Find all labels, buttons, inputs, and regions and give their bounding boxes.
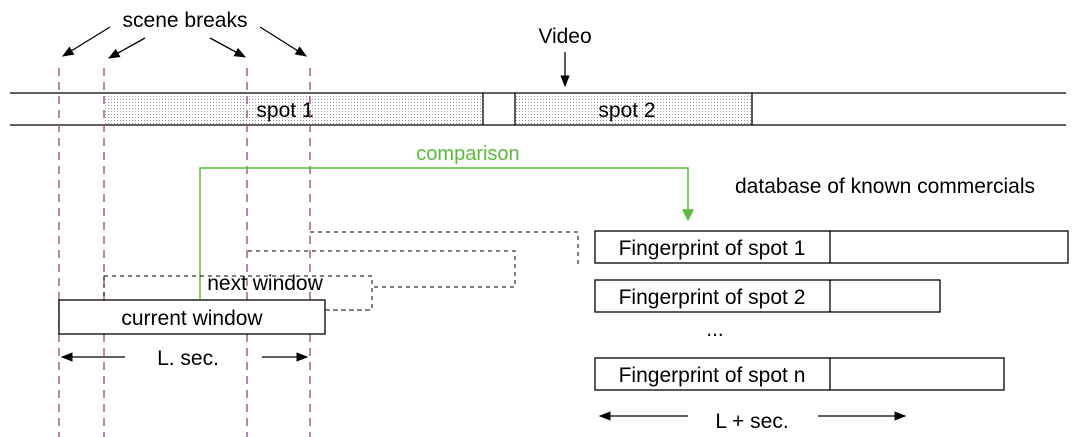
l-sec-label: L. sec. xyxy=(157,347,219,370)
video-strip xyxy=(10,92,1066,126)
next-window-label: next window xyxy=(207,272,323,295)
database-label: database of known commercials xyxy=(735,175,1035,198)
l-plus-sec-label: L + sec. xyxy=(715,410,788,433)
fingerprint-2-label: Fingerprint of spot 2 xyxy=(619,286,806,309)
comparison-label: comparison xyxy=(416,143,519,165)
fingerprint-n-label: Fingerprint of spot n xyxy=(619,364,806,387)
comparison-connector xyxy=(199,167,694,299)
fingerprint-1: Fingerprint of spot 1 xyxy=(594,230,1069,264)
ellipsis: ... xyxy=(706,318,724,341)
scene-breaks-label: scene breaks xyxy=(123,9,248,32)
current-window-box xyxy=(58,299,326,335)
scene-break-lines xyxy=(58,68,311,437)
fingerprint-1-label: Fingerprint of spot 1 xyxy=(619,237,806,260)
video-label: Video xyxy=(538,25,591,48)
spot2-label: spot 2 xyxy=(598,99,655,122)
fingerprint-2: Fingerprint of spot 2 xyxy=(594,279,941,313)
spot1-label: spot 1 xyxy=(256,99,313,122)
fingerprint-n: Fingerprint of spot n xyxy=(594,357,1005,391)
spot1-segment xyxy=(103,94,483,124)
spot2-segment xyxy=(515,94,752,124)
current-window-label: current window xyxy=(121,307,263,330)
scene-break-arrows xyxy=(62,26,307,59)
later-window-outline xyxy=(248,231,579,288)
